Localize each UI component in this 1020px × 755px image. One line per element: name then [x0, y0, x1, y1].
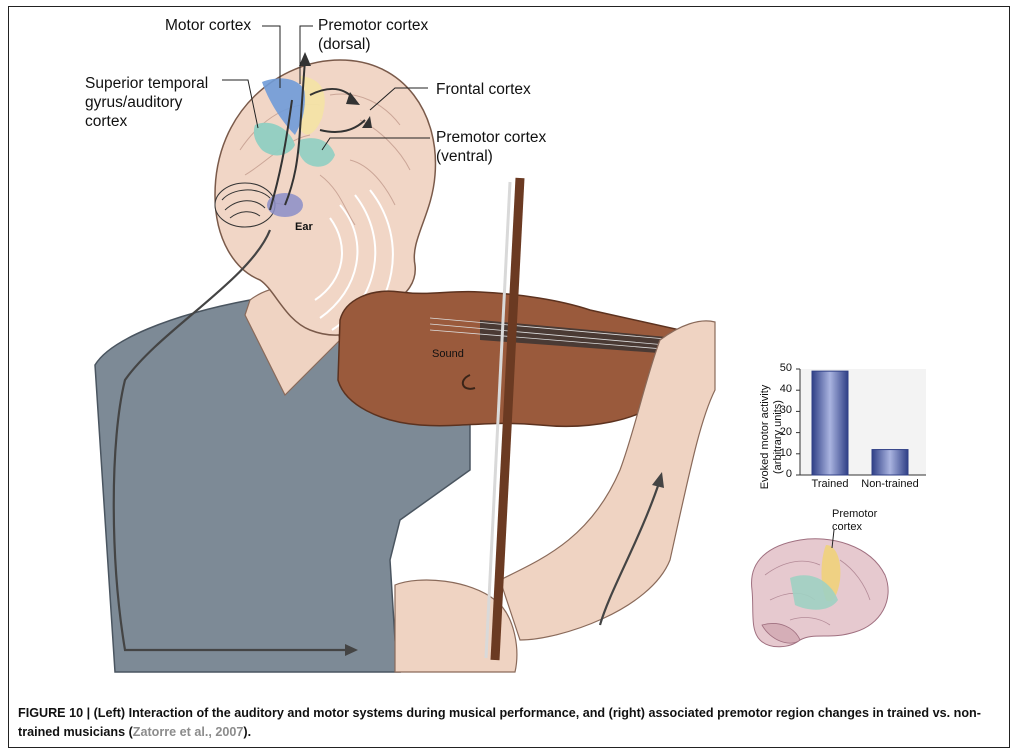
- premotor-ventral-region: [298, 138, 335, 167]
- inset-teal-region: [790, 575, 838, 610]
- y-tick-label: 50: [779, 362, 792, 374]
- label-superior-temporal: Superior temporal gyrus/auditory cortex: [85, 75, 209, 130]
- label-motor-cortex: Motor cortex: [165, 17, 252, 34]
- bow-stick: [490, 177, 525, 661]
- label-premotor-ventral: Premotor cortex (ventral): [436, 129, 547, 165]
- motor-cortex-region: [262, 78, 306, 135]
- x-tick-label: Trained: [811, 478, 849, 490]
- x-tick-label: Non-trained: [861, 478, 919, 490]
- cerebellum: [761, 623, 801, 644]
- ear: [214, 182, 276, 228]
- label-ear: Ear: [295, 221, 313, 233]
- caption-end: ).: [243, 725, 252, 739]
- y-tick-label: 30: [779, 404, 792, 417]
- y-tick-label: 20: [779, 425, 792, 438]
- label-frontal-cortex: Frontal cortex: [436, 81, 531, 98]
- y-tick-label: 0: [785, 468, 792, 480]
- left-arm: [499, 320, 716, 641]
- inset-brain-label: Premotor cortex: [832, 508, 878, 533]
- y-tick-label: 10: [779, 446, 792, 459]
- caption-text: FIGURE 10 | (Left) Interaction of the au…: [18, 706, 981, 739]
- bar-trained: [811, 370, 849, 476]
- label-premotor-dorsal: Premotor cortex (dorsal): [318, 17, 429, 53]
- bar-non-trained: [871, 449, 909, 476]
- bow-hair: [484, 181, 512, 659]
- y-tick-label: 40: [779, 383, 792, 396]
- label-sound: Sound: [432, 348, 464, 360]
- figure-caption: FIGURE 10 | (Left) Interaction of the au…: [18, 704, 998, 742]
- caption-reference: Zatorre et al., 2007: [132, 725, 244, 739]
